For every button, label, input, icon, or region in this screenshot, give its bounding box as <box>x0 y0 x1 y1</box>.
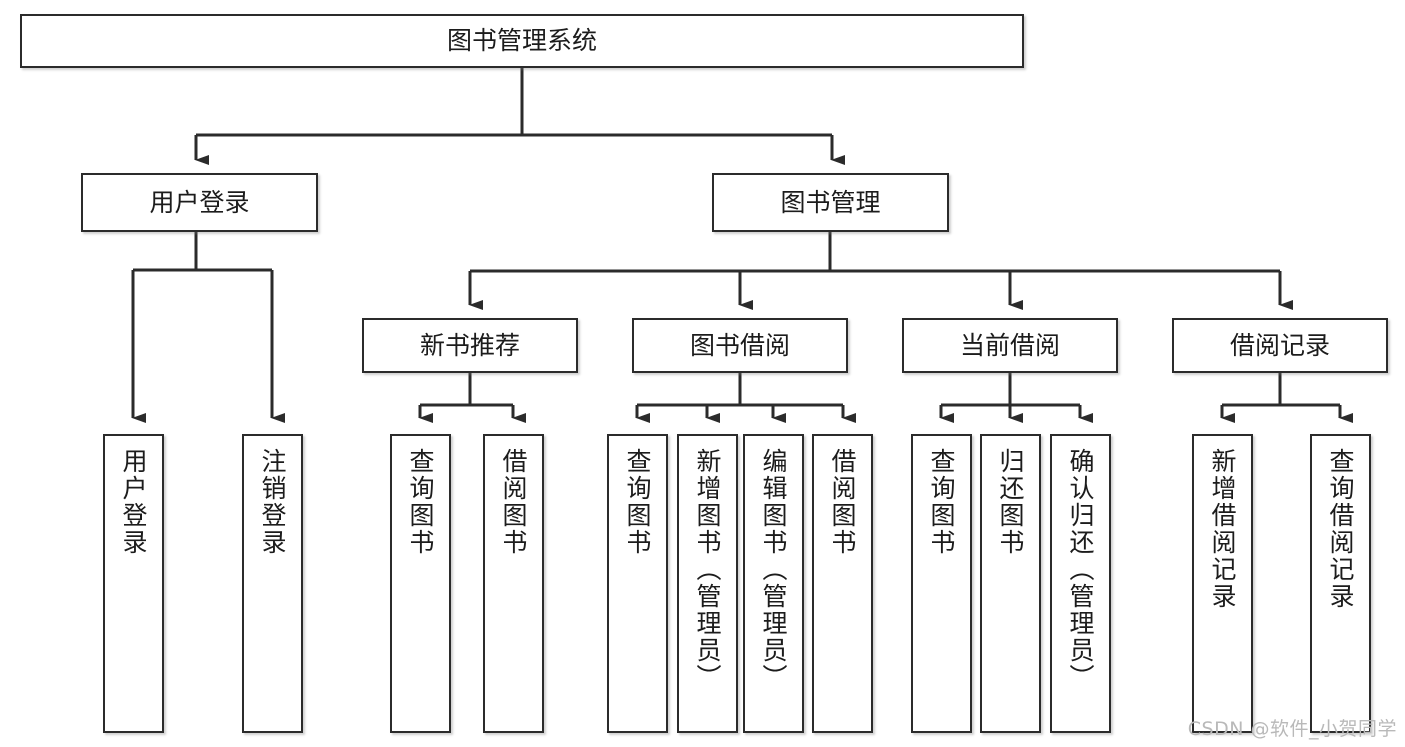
node-label: 查询图书 <box>623 448 652 556</box>
node-book-borrow[interactable]: 图书借阅 <box>632 318 848 373</box>
node-user-login[interactable]: 用户登录 <box>81 173 318 232</box>
node-label: 新增借阅记录 <box>1208 448 1237 610</box>
node-label: 编辑图书（管理员） <box>759 448 788 691</box>
node-book-management[interactable]: 图书管理 <box>712 173 949 232</box>
node-borrow-record[interactable]: 借阅记录 <box>1172 318 1388 373</box>
leaf-user-login-login[interactable]: 用户登录 <box>103 434 164 733</box>
leaf-borrow-edit-book[interactable]: 编辑图书（管理员） <box>743 434 804 733</box>
leaf-record-query-record[interactable]: 查询借阅记录 <box>1310 434 1371 733</box>
watermark-text: CSDN @软件_小贺同学 <box>1187 718 1397 740</box>
node-new-book-recommend[interactable]: 新书推荐 <box>362 318 578 373</box>
leaf-recommend-borrow-book[interactable]: 借阅图书 <box>483 434 544 733</box>
node-label: 新书推荐 <box>419 330 520 360</box>
leaf-borrow-query-book[interactable]: 查询图书 <box>607 434 668 733</box>
node-label: 借阅记录 <box>1229 330 1330 360</box>
leaf-borrow-borrow-book[interactable]: 借阅图书 <box>812 434 873 733</box>
node-label: 用户登录 <box>149 187 250 217</box>
node-label: 借阅图书 <box>499 448 528 556</box>
node-label: 图书管理 <box>780 187 881 217</box>
node-label: 查询图书 <box>927 448 956 556</box>
node-label: 归还图书 <box>996 448 1025 556</box>
node-label: 借阅图书 <box>828 448 857 556</box>
leaf-borrow-add-book[interactable]: 新增图书（管理员） <box>677 434 738 733</box>
leaf-record-add-record[interactable]: 新增借阅记录 <box>1192 434 1253 733</box>
leaf-current-return-book[interactable]: 归还图书 <box>980 434 1041 733</box>
leaf-recommend-query-book[interactable]: 查询图书 <box>390 434 451 733</box>
node-label: 图书借阅 <box>689 330 790 360</box>
node-label: 确认归还（管理员） <box>1066 448 1095 691</box>
node-root-system[interactable]: 图书管理系统 <box>20 14 1024 68</box>
node-label: 当前借阅 <box>959 330 1060 360</box>
leaf-current-query-book[interactable]: 查询图书 <box>911 434 972 733</box>
node-label: 新增图书（管理员） <box>693 448 722 691</box>
node-label: 查询图书 <box>406 448 435 556</box>
node-label: 图书管理系统 <box>446 26 597 56</box>
leaf-user-login-logout[interactable]: 注销登录 <box>242 434 303 733</box>
node-label: 查询借阅记录 <box>1326 448 1355 610</box>
node-current-borrow[interactable]: 当前借阅 <box>902 318 1118 373</box>
node-label: 用户登录 <box>119 448 148 556</box>
leaf-current-confirm-return[interactable]: 确认归还（管理员） <box>1050 434 1111 733</box>
node-label: 注销登录 <box>258 448 287 556</box>
